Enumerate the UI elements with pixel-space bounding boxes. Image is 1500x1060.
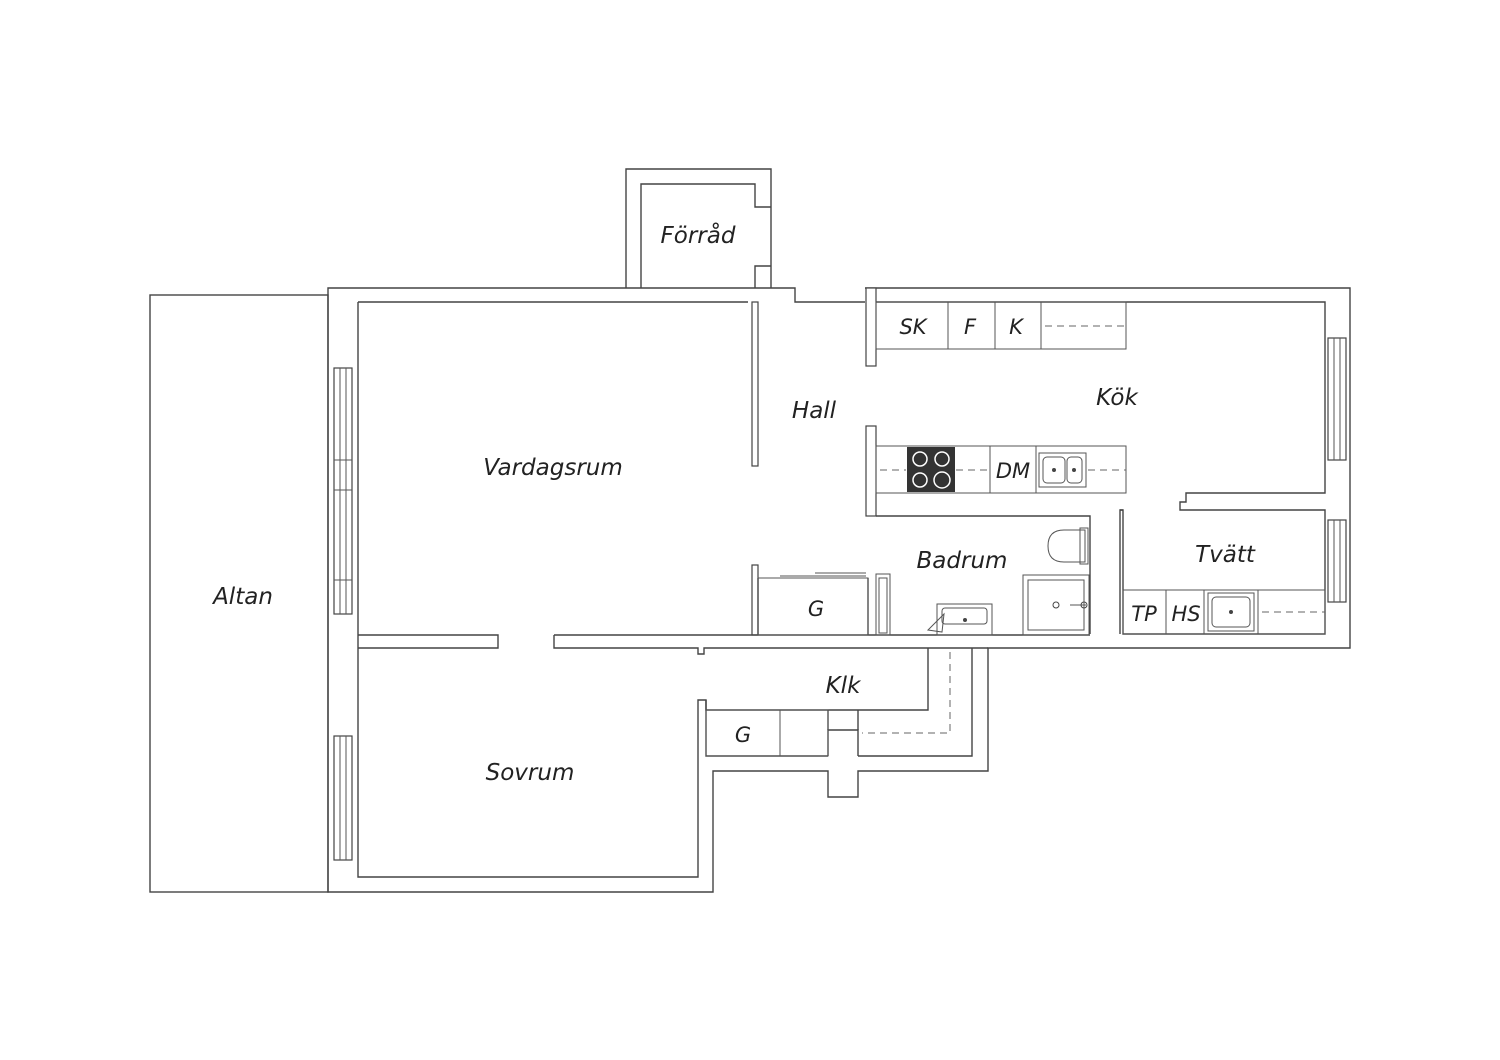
window-sovrum [333,735,353,861]
interior-walls [358,287,1123,756]
fixture-label-tp: TP [1131,602,1157,626]
room-label-forrad: Förråd [661,221,736,249]
outer-walls [327,287,1351,893]
kitchen-upper-counter [875,301,1127,350]
stove-icon [907,447,955,492]
room-label-badrum: Badrum [917,548,1008,574]
washbasin-icon [926,603,993,636]
storage-room [625,168,772,288]
room-label-sovrum: Sovrum [486,760,575,786]
toilet-icon [1047,527,1089,565]
laundry-counter [1122,589,1326,635]
fixture-label-hs: HS [1171,602,1200,626]
room-label-hall: Hall [792,398,837,424]
room-label-vardagsrum: Vardagsrum [483,455,623,481]
closet-klk [705,652,951,757]
window-vardagsrum [333,367,353,615]
room-label-tvatt: Tvätt [1195,542,1256,568]
shower-icon [1022,574,1090,636]
laundry-sink-icon [1207,592,1255,632]
kitchen-lower-counter [875,445,1127,494]
kitchen-sink-icon [1038,452,1087,488]
fixture-label-f: F [964,315,977,339]
fixture-label-dm: DM [996,459,1030,483]
window-tvatt [1327,519,1347,603]
fixture-label-g-hall: G [808,597,824,621]
room-label-altan: Altan [211,584,273,610]
room-label-kok: Kök [1096,385,1139,411]
fixture-label-k: K [1009,315,1025,339]
closet-hall [757,572,891,636]
fixture-label-g-klk: G [735,723,751,747]
room-label-klk: Klk [826,673,862,699]
fixture-label-sk: SK [899,315,928,339]
window-kok [1327,337,1347,461]
